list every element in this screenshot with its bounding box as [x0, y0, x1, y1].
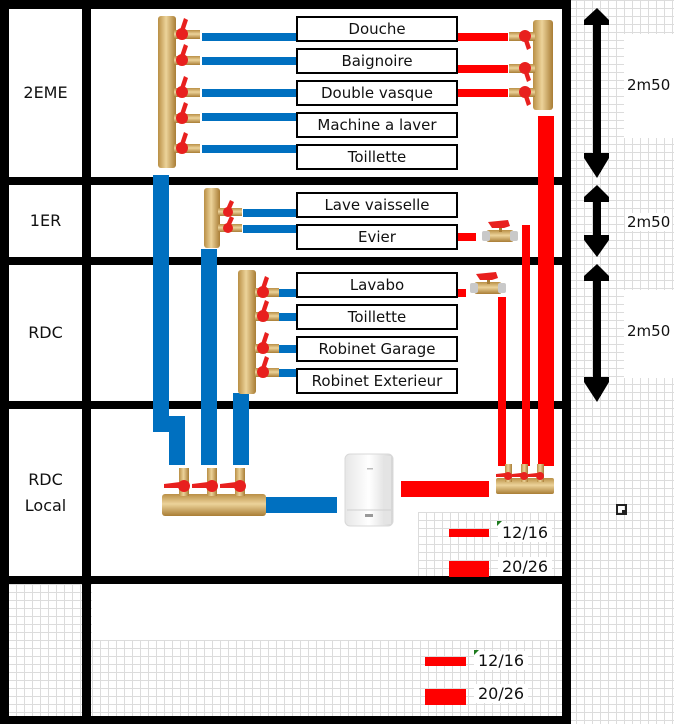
cold-feed-to-heater: [265, 497, 337, 513]
cold-pipe-machine-a-laver: [202, 113, 296, 121]
water-heater-icon: [344, 453, 394, 527]
floor-divider-2eme-1er: [0, 177, 570, 185]
manifold-local-hot-icon: [496, 464, 554, 494]
basement-left-cell: [8, 584, 86, 720]
outer-wall-left: [0, 0, 9, 724]
fixture-label: Machine a laver: [317, 116, 437, 134]
cold-riser-2eme-lower: [169, 416, 185, 465]
outer-wall-right: [562, 0, 571, 724]
fixture-label: Robinet Exterieur: [311, 372, 443, 390]
cell-comment-marker-icon: [497, 521, 502, 526]
legend-top-swatch-large: [449, 561, 489, 577]
hot-riser-1er: [522, 225, 530, 466]
fixture-label: Toillette: [347, 148, 407, 166]
cold-pipe-baignoire: [202, 57, 296, 65]
fixture-label: Baignoire: [341, 52, 413, 70]
outer-wall-bottom: [0, 716, 570, 724]
floor-label-text: 2EME: [23, 83, 68, 102]
manifold-local-cold-icon: [162, 468, 266, 516]
cold-pipe-robinet-exterieur: [277, 369, 296, 377]
legend-bottom-label-small: 12/16: [474, 651, 529, 670]
cold-pipe-toillette-2eme: [202, 145, 296, 153]
dimension-label-rdc: 2m50: [625, 322, 673, 340]
floor-label-text: RDC: [28, 323, 63, 342]
hot-pipe-lavabo: [458, 289, 466, 297]
fixture-evier: Evier: [296, 224, 458, 250]
hot-riser-rdc: [498, 297, 506, 466]
cold-pipe-douche: [202, 33, 296, 41]
dimension-arrow-2eme-icon: [584, 8, 609, 178]
fixture-lavabo: Lavabo: [296, 272, 458, 298]
dimension-label-1er: 2m50: [625, 213, 673, 231]
dimension-arrow-rdc-icon: [584, 264, 609, 402]
ball-valve-evier-icon: [482, 220, 518, 242]
cold-pipe-double-vasque: [202, 89, 296, 97]
fixture-label: Robinet Garage: [318, 340, 436, 358]
anchor-handle-icon[interactable]: [616, 504, 628, 516]
fixture-toillette-2eme: Toillette: [296, 144, 458, 170]
hot-pipe-evier: [458, 233, 476, 241]
floor-divider-1er-rdc: [0, 257, 570, 265]
legend-bottom-label-large: 20/26: [474, 684, 529, 703]
hot-pipe-baignoire: [458, 65, 508, 73]
cell-comment-marker-icon: [474, 650, 479, 655]
legend-top-swatch-small: [449, 529, 489, 537]
dimension-arrow-1er-icon: [584, 185, 609, 257]
floor-label-rdc: RDC: [9, 265, 82, 401]
legend-bottom-swatch-small: [425, 657, 466, 666]
floor-label-rdc-local: RDC Local: [9, 409, 82, 576]
fixture-robinet-exterieur: Robinet Exterieur: [296, 368, 458, 394]
floor-label-text: 1ER: [29, 211, 62, 230]
fixture-lave-vaisselle: Lave vaisselle: [296, 192, 458, 218]
manifold-2eme-hot-icon: [509, 20, 553, 110]
hot-feed-from-heater: [401, 481, 489, 497]
cold-riser-rdc: [233, 393, 249, 465]
hot-riser-2eme: [538, 116, 554, 466]
floor-label-text: RDC Local: [24, 469, 67, 515]
dimension-label-2eme: 2m50: [625, 76, 673, 94]
label-column-divider: [82, 0, 91, 724]
hot-pipe-double-vasque: [458, 89, 508, 97]
cold-riser-2eme: [153, 175, 169, 432]
fixture-label: Douche: [348, 20, 406, 38]
fixture-label: Toillette: [347, 308, 407, 326]
legend-top-label-small: 12/16: [498, 523, 553, 542]
fixture-toillette-rdc: Toillette: [296, 304, 458, 330]
cold-pipe-robinet-garage: [277, 345, 296, 353]
fixture-douche: Douche: [296, 16, 458, 42]
fixture-label: Evier: [358, 228, 396, 246]
outer-wall-top: [0, 0, 570, 9]
basement-main-cell: [92, 584, 562, 640]
fixture-double-vasque: Double vasque: [296, 80, 458, 106]
manifold-rdc-cold-icon: [238, 270, 279, 394]
floor-divider-local-basement: [0, 576, 570, 584]
ball-valve-lavabo-icon: [470, 272, 506, 294]
legend-top-label-large: 20/26: [498, 557, 553, 576]
fixture-robinet-garage: Robinet Garage: [296, 336, 458, 362]
cold-pipe-evier: [243, 225, 296, 233]
legend-bottom-swatch-large: [425, 689, 466, 705]
cold-pipe-lave-vaisselle: [243, 209, 296, 217]
manifold-1er-cold-icon: [204, 188, 242, 248]
cold-riser-1er: [201, 249, 217, 465]
floor-label-1er: 1ER: [9, 185, 82, 257]
fixture-label: Lavabo: [349, 276, 405, 294]
fixture-label: Double vasque: [320, 84, 434, 102]
cold-pipe-lavabo: [277, 289, 296, 297]
fixture-baignoire: Baignoire: [296, 48, 458, 74]
hot-pipe-douche: [458, 33, 508, 41]
floor-divider-rdc-local: [0, 401, 570, 409]
fixture-machine-a-laver: Machine a laver: [296, 112, 458, 138]
fixture-label: Lave vaisselle: [324, 196, 430, 214]
floor-label-2eme: 2EME: [9, 9, 82, 177]
manifold-2eme-cold-icon: [158, 16, 200, 168]
cold-pipe-toillette-rdc: [277, 313, 296, 321]
